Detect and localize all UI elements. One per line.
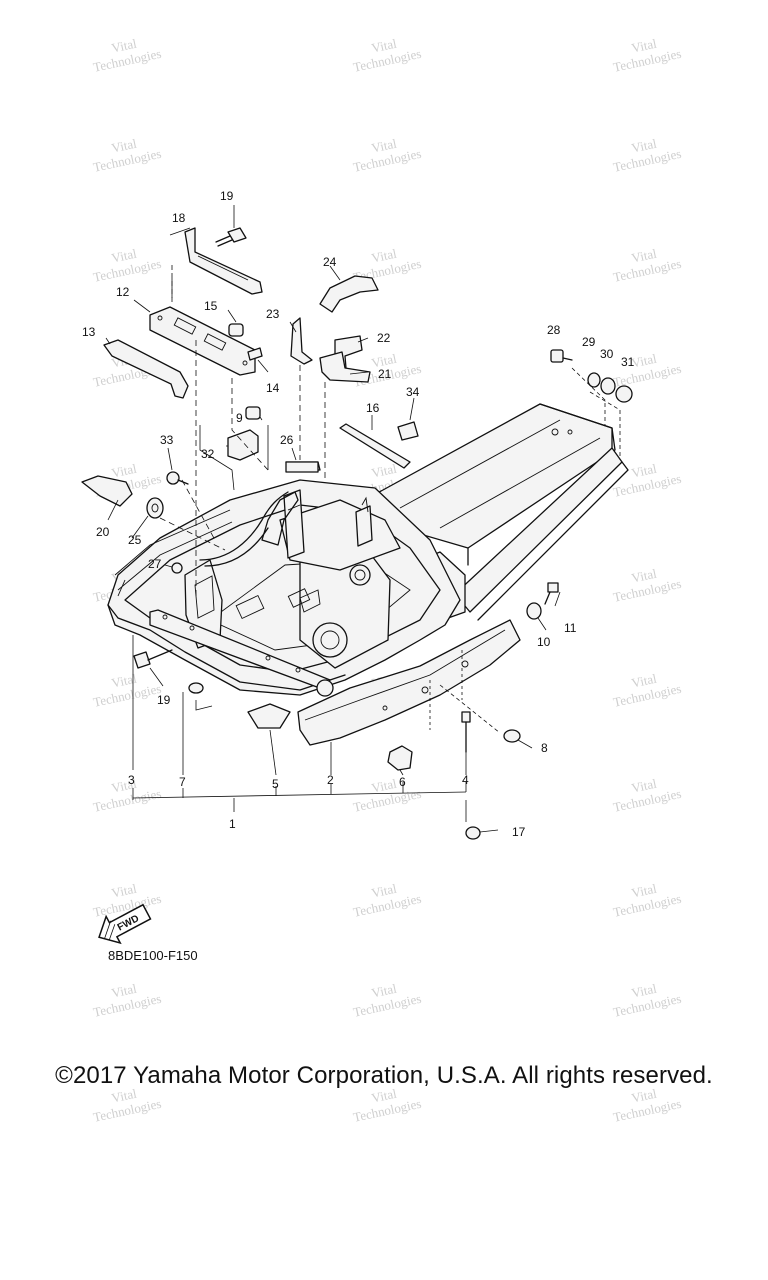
callout-28: 28 [547, 323, 561, 337]
watermark-text: VitalTechnologies [609, 561, 683, 605]
hull-assembly-drawing [107, 403, 629, 697]
callout-8: 8 [541, 741, 548, 755]
part-25-grommet [146, 497, 164, 519]
callout-25: 25 [128, 533, 142, 547]
callout-30: 30 [600, 347, 614, 361]
part-19-bolt-bottom [133, 649, 173, 669]
part-29-washer [587, 372, 601, 388]
part-28-bolt [550, 349, 573, 363]
part-7-plug [188, 682, 204, 694]
copyright-notice: ©2017 Yamaha Motor Corporation, U.S.A. A… [55, 1062, 713, 1089]
callout-2: 2 [327, 773, 334, 787]
watermark-text: VitalTechnologies [349, 876, 423, 920]
watermark-text: VitalTechnologies [349, 131, 423, 175]
part-12-plate [149, 306, 256, 376]
callout-7: 7 [179, 775, 186, 789]
part-18-bracket [184, 227, 263, 295]
callout-29: 29 [582, 335, 596, 349]
part-31-nut [615, 385, 633, 403]
watermark-text: VitalTechnologies [609, 976, 683, 1020]
part-23-guide [290, 317, 313, 365]
watermark-text: VitalTechnologies [609, 666, 683, 710]
watermark-text: VitalTechnologies [89, 666, 163, 710]
watermark-text: VitalTechnologies [609, 241, 683, 285]
callout-18: 18 [172, 211, 186, 225]
watermark-text: VitalTechnologies [89, 976, 163, 1020]
callout-27: 27 [148, 557, 162, 571]
part-4-pin [461, 711, 471, 753]
diagram-code: 8BDE100-F150 [108, 948, 198, 963]
part-32-clamp [227, 429, 259, 461]
watermark-text: VitalTechnologies [609, 771, 683, 815]
part-9-nut [245, 406, 261, 420]
side-cover-drawing [297, 619, 521, 746]
callout-13: 13 [82, 325, 96, 339]
part-15-nut [228, 323, 244, 337]
part-33-bolt [166, 471, 189, 485]
part-19-bolt-top [215, 227, 247, 247]
watermark-text: VitalTechnologies [89, 771, 163, 815]
callout-24: 24 [323, 255, 337, 269]
callout-3: 3 [128, 773, 135, 787]
callout-21: 21 [378, 367, 392, 381]
part-11-bolt [544, 582, 559, 605]
callout-4: 4 [462, 773, 469, 787]
callout-33: 33 [160, 433, 174, 447]
part-24-strap [319, 275, 379, 313]
callout-19-top: 19 [220, 189, 234, 203]
callout-10: 10 [537, 635, 551, 649]
callout-32: 32 [201, 447, 215, 461]
callout-labels: 1 2 3 4 5 6 7 8 9 10 11 12 13 14 15 16 1… [82, 189, 635, 839]
callout-16: 16 [366, 401, 380, 415]
callout-6: 6 [399, 775, 406, 789]
callout-26: 26 [280, 433, 294, 447]
callout-12: 12 [116, 285, 130, 299]
callout-15: 15 [204, 299, 218, 313]
watermark-text: VitalTechnologies [89, 131, 163, 175]
callout-22: 22 [377, 331, 391, 345]
watermark-text: VitalTechnologies [609, 31, 683, 75]
part-14-clip [247, 347, 263, 361]
callout-11: 11 [564, 621, 577, 635]
part-27-washer [171, 562, 183, 574]
part-6-clip [387, 745, 413, 771]
watermark-text: VitalTechnologies [609, 346, 683, 390]
part-5-mount [247, 703, 291, 729]
leader-lines [105, 205, 561, 833]
part-26-pad [285, 461, 319, 473]
part-16-strip [339, 423, 411, 469]
part-13-grip [103, 339, 189, 399]
callout-5: 5 [272, 777, 279, 791]
callout-19-bottom: 19 [157, 693, 171, 707]
part-21-bracket [319, 351, 371, 383]
watermark-text: VitalTechnologies [609, 131, 683, 175]
part-10-washer [526, 602, 542, 620]
watermark-text: VitalTechnologies [89, 241, 163, 285]
part-8-cap [503, 729, 521, 743]
part-34-label [397, 421, 419, 441]
watermark-text: VitalTechnologies [609, 876, 683, 920]
callout-34: 34 [406, 385, 420, 399]
callout-17: 17 [512, 825, 526, 839]
callout-1: 1 [229, 817, 236, 831]
callout-14: 14 [266, 381, 280, 395]
watermark-text: VitalTechnologies [349, 976, 423, 1020]
watermark-text: VitalTechnologies [349, 31, 423, 75]
callout-23: 23 [266, 307, 280, 321]
callout-20: 20 [96, 525, 110, 539]
callout-9: 9 [236, 411, 243, 425]
watermark-text: VitalTechnologies [89, 31, 163, 75]
part-17-plug [465, 826, 481, 840]
callout-31: 31 [621, 355, 635, 369]
part-20-cap [81, 475, 133, 507]
part-30-washer [600, 377, 616, 395]
